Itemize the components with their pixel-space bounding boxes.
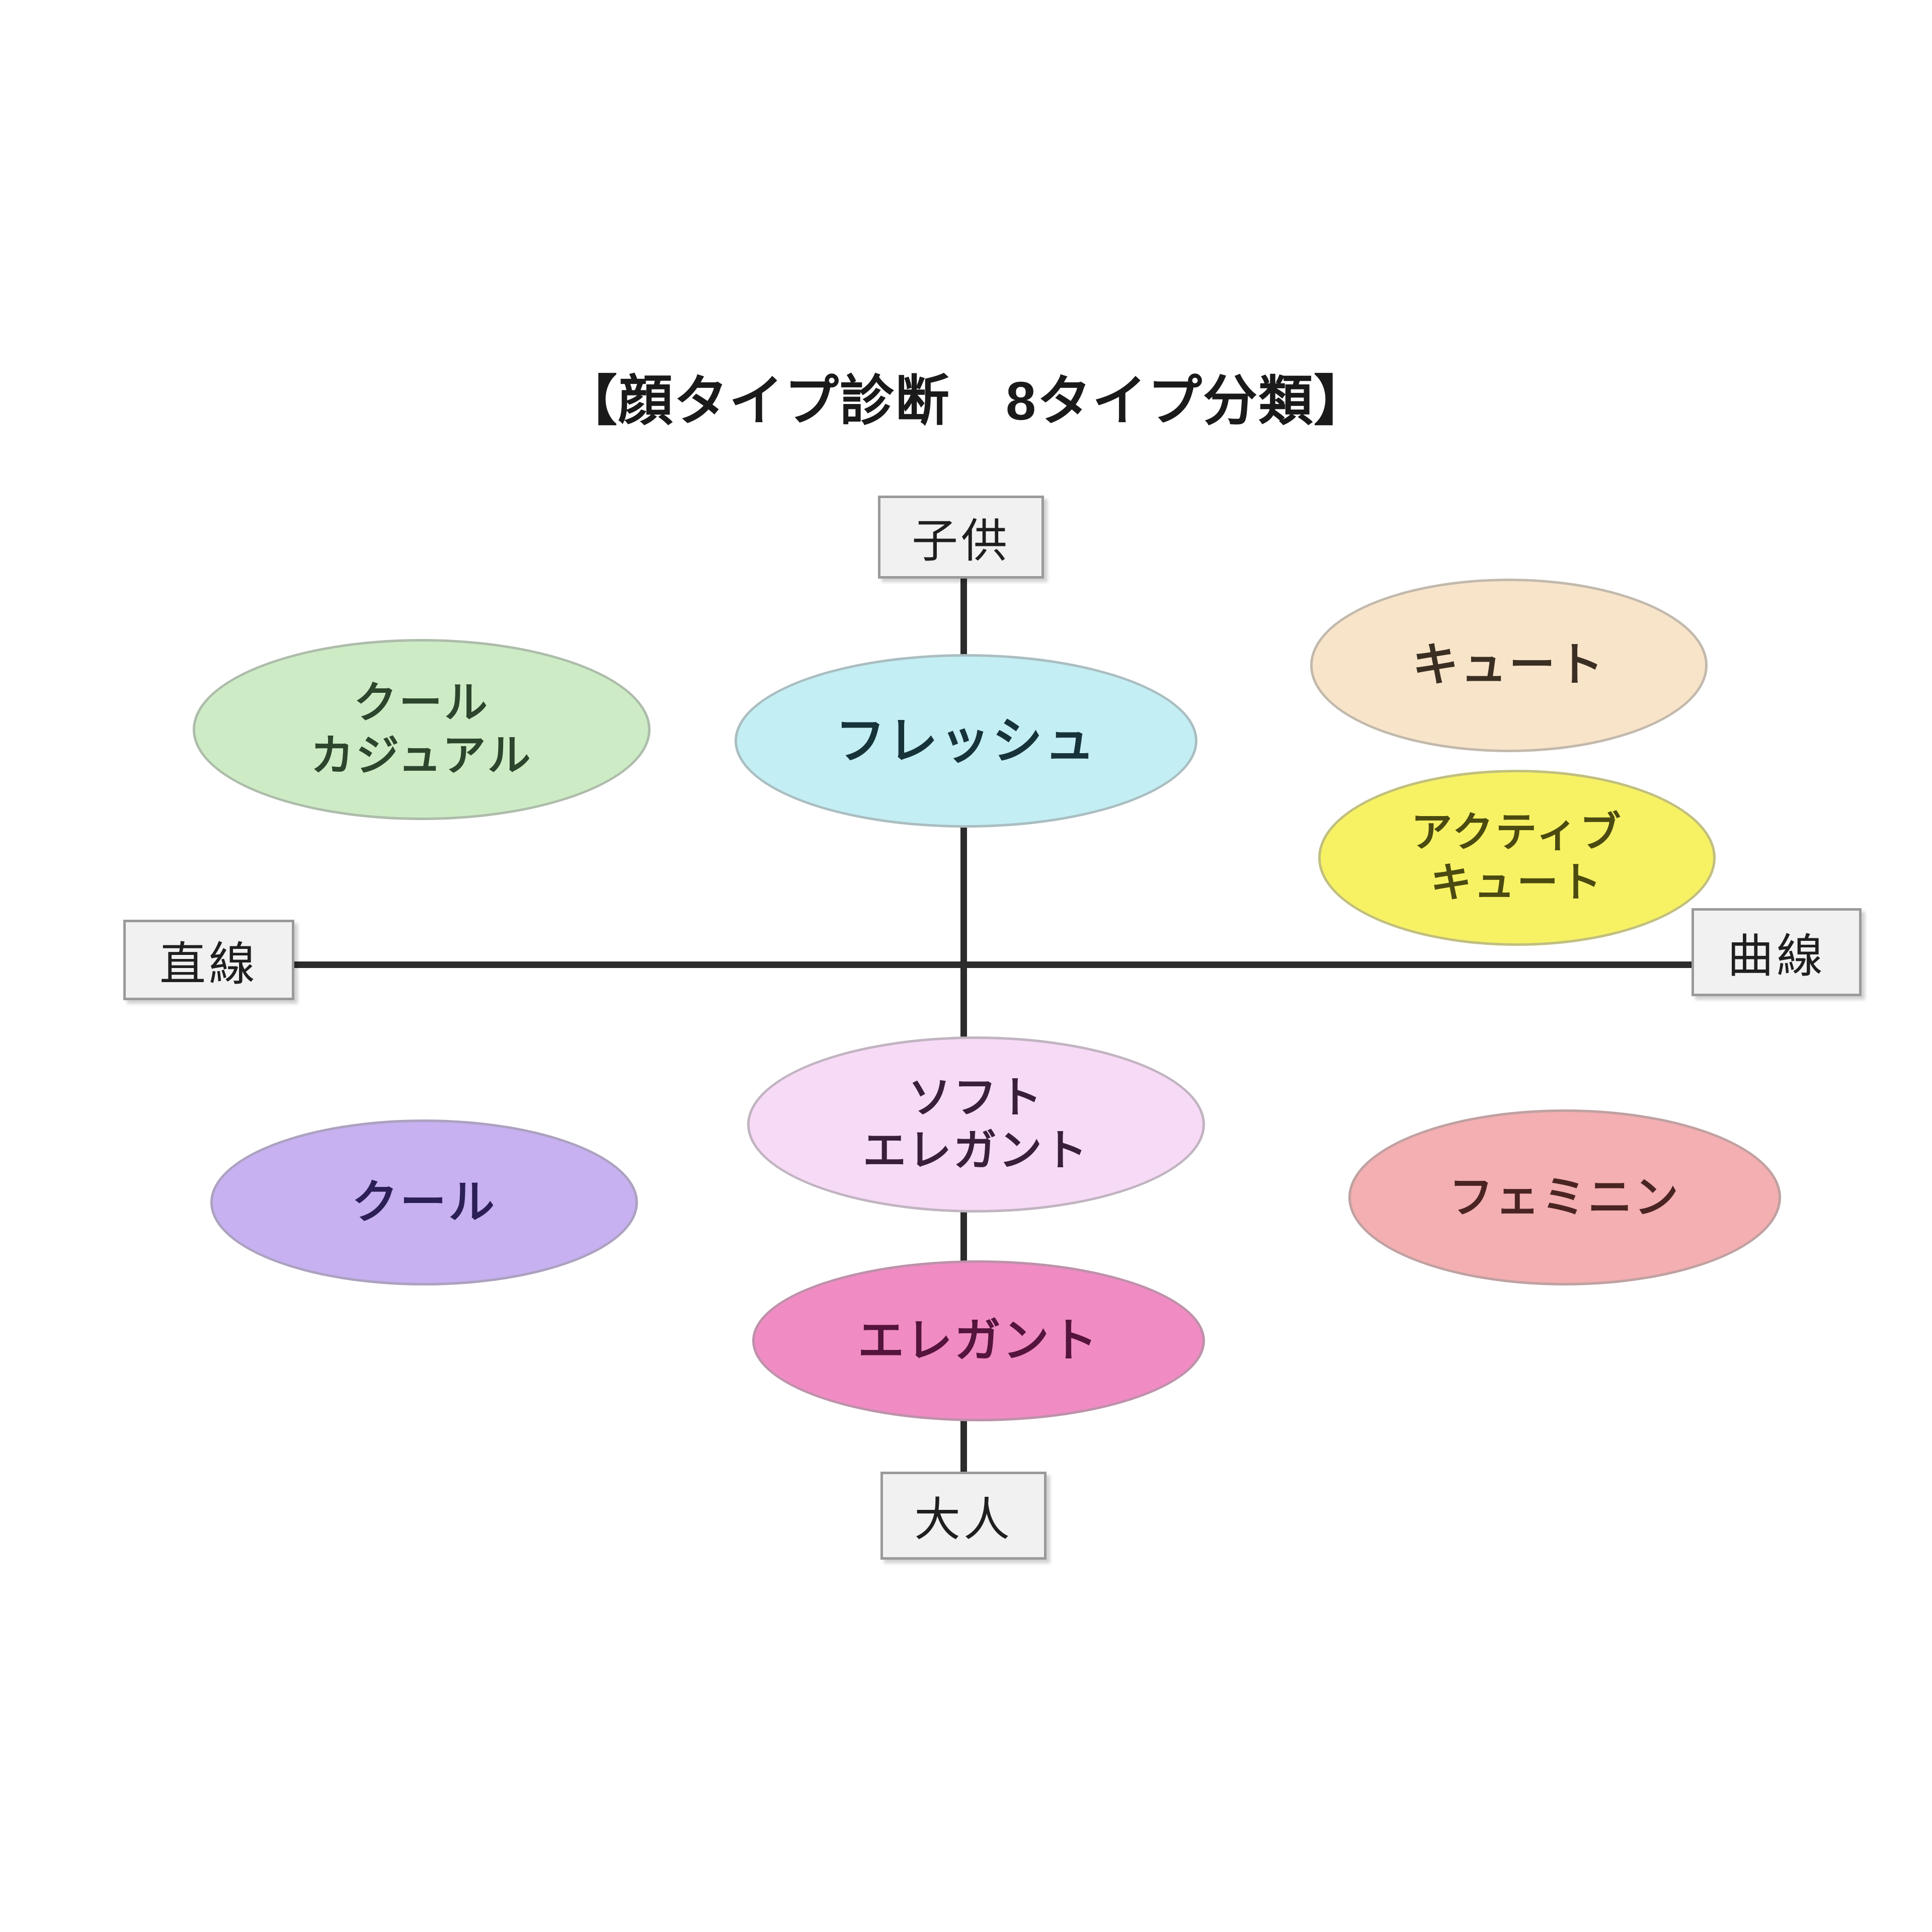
node-elegant[interactable]: エレガント [752, 1260, 1205, 1421]
node-label-line: クール [351, 1176, 497, 1228]
node-label-line: エレガント [857, 1315, 1099, 1366]
node-label-line: ソフト [908, 1074, 1044, 1122]
node-label-line: クール [354, 679, 490, 728]
axis-label-child: 子供 [878, 496, 1044, 579]
node-cool-casual[interactable]: クール カジュアル [193, 639, 651, 820]
node-feminine[interactable]: フェミニン [1348, 1109, 1781, 1285]
axis-label-curve: 曲線 [1692, 908, 1862, 996]
node-label-line: フェミニン [1448, 1172, 1680, 1223]
node-cute[interactable]: キュート [1310, 579, 1708, 752]
node-label-line: アクティブ [1411, 809, 1623, 855]
node-active-cute[interactable]: アクティブ キュート [1318, 770, 1716, 946]
page-title: 【顔タイプ診断 8タイプ分類】 [562, 370, 1370, 431]
node-soft-elegant[interactable]: ソフト エレガント [747, 1036, 1205, 1213]
node-label-line: キュート [1412, 639, 1605, 691]
node-label-line: カジュアル [310, 732, 533, 780]
node-cool[interactable]: クール [210, 1119, 638, 1285]
axis-label-straight: 直線 [123, 920, 294, 1000]
node-label-line: フレッシュ [835, 712, 1097, 769]
node-label-line: エレガント [863, 1126, 1089, 1175]
node-fresh[interactable]: フレッシュ [735, 654, 1197, 828]
node-label-line: キュート [1430, 860, 1603, 906]
axis-label-adult: 大人 [880, 1472, 1046, 1560]
horizontal-axis-line [292, 961, 1696, 968]
